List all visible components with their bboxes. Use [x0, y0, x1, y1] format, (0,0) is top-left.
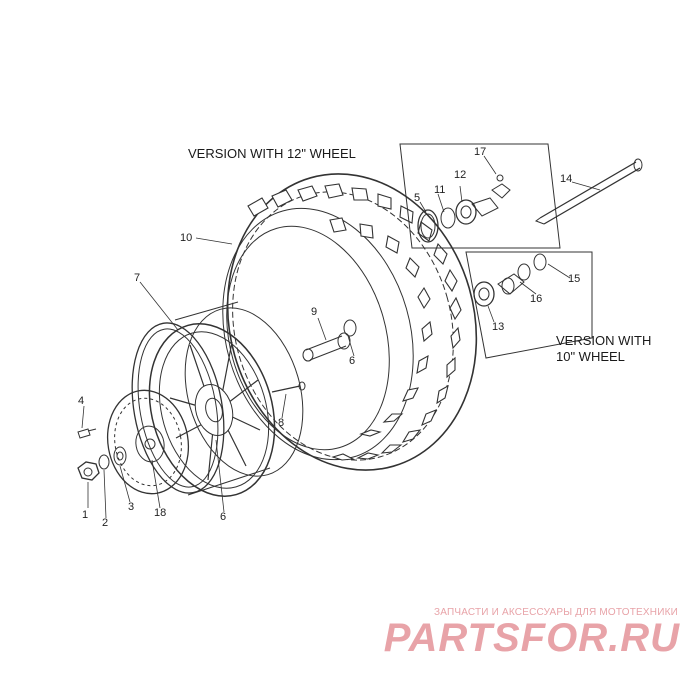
part-label-14: 14 — [560, 173, 573, 185]
version-10-box — [465, 251, 593, 359]
part-label-7: 7 — [134, 272, 141, 284]
tire — [222, 173, 478, 471]
long-axle — [534, 158, 643, 225]
part-label-12: 12 — [454, 169, 467, 181]
part-label-11: 11 — [434, 184, 446, 196]
rim-ring — [131, 322, 225, 494]
part-label-3: 3 — [128, 501, 135, 513]
part-label-8: 8 — [278, 417, 285, 429]
part-label-17: 17 — [474, 146, 487, 158]
part-label-16: 16 — [530, 293, 543, 305]
wheel-rim — [148, 301, 304, 497]
axle-bushings — [271, 319, 357, 393]
part-label-9: 9 — [311, 306, 318, 318]
part-label-6a: 6 — [349, 355, 356, 367]
part-label-1: 1 — [82, 509, 89, 521]
title-version-12: VERSION WITH 12" WHEEL — [188, 146, 356, 161]
version-12-parts — [417, 174, 511, 243]
part-label-6b: 6 — [220, 511, 227, 523]
part-label-18: 18 — [154, 507, 167, 519]
title-version-10-line2: 10" WHEEL — [556, 349, 625, 364]
part-label-2: 2 — [102, 517, 109, 529]
version-10-parts — [473, 253, 547, 307]
part-label-10: 10 — [180, 232, 193, 244]
part-label-13: 13 — [492, 321, 505, 333]
part-label-15: 15 — [568, 273, 581, 285]
version-12-box — [399, 143, 561, 249]
nut-washers — [77, 428, 127, 481]
watermark-logo: PARTSFOR.RU — [383, 616, 680, 660]
title-version-10-line1: VERSION WITH — [556, 333, 652, 348]
brake-disc — [106, 389, 190, 495]
watermark-tagline: ЗАПЧАСТИ И АКСЕССУАРЫ ДЛЯ МОТОТЕХНИКИ — [433, 607, 678, 618]
leader-lines — [81, 155, 601, 519]
part-label-5: 5 — [414, 192, 421, 204]
part-label-4: 4 — [78, 395, 85, 407]
